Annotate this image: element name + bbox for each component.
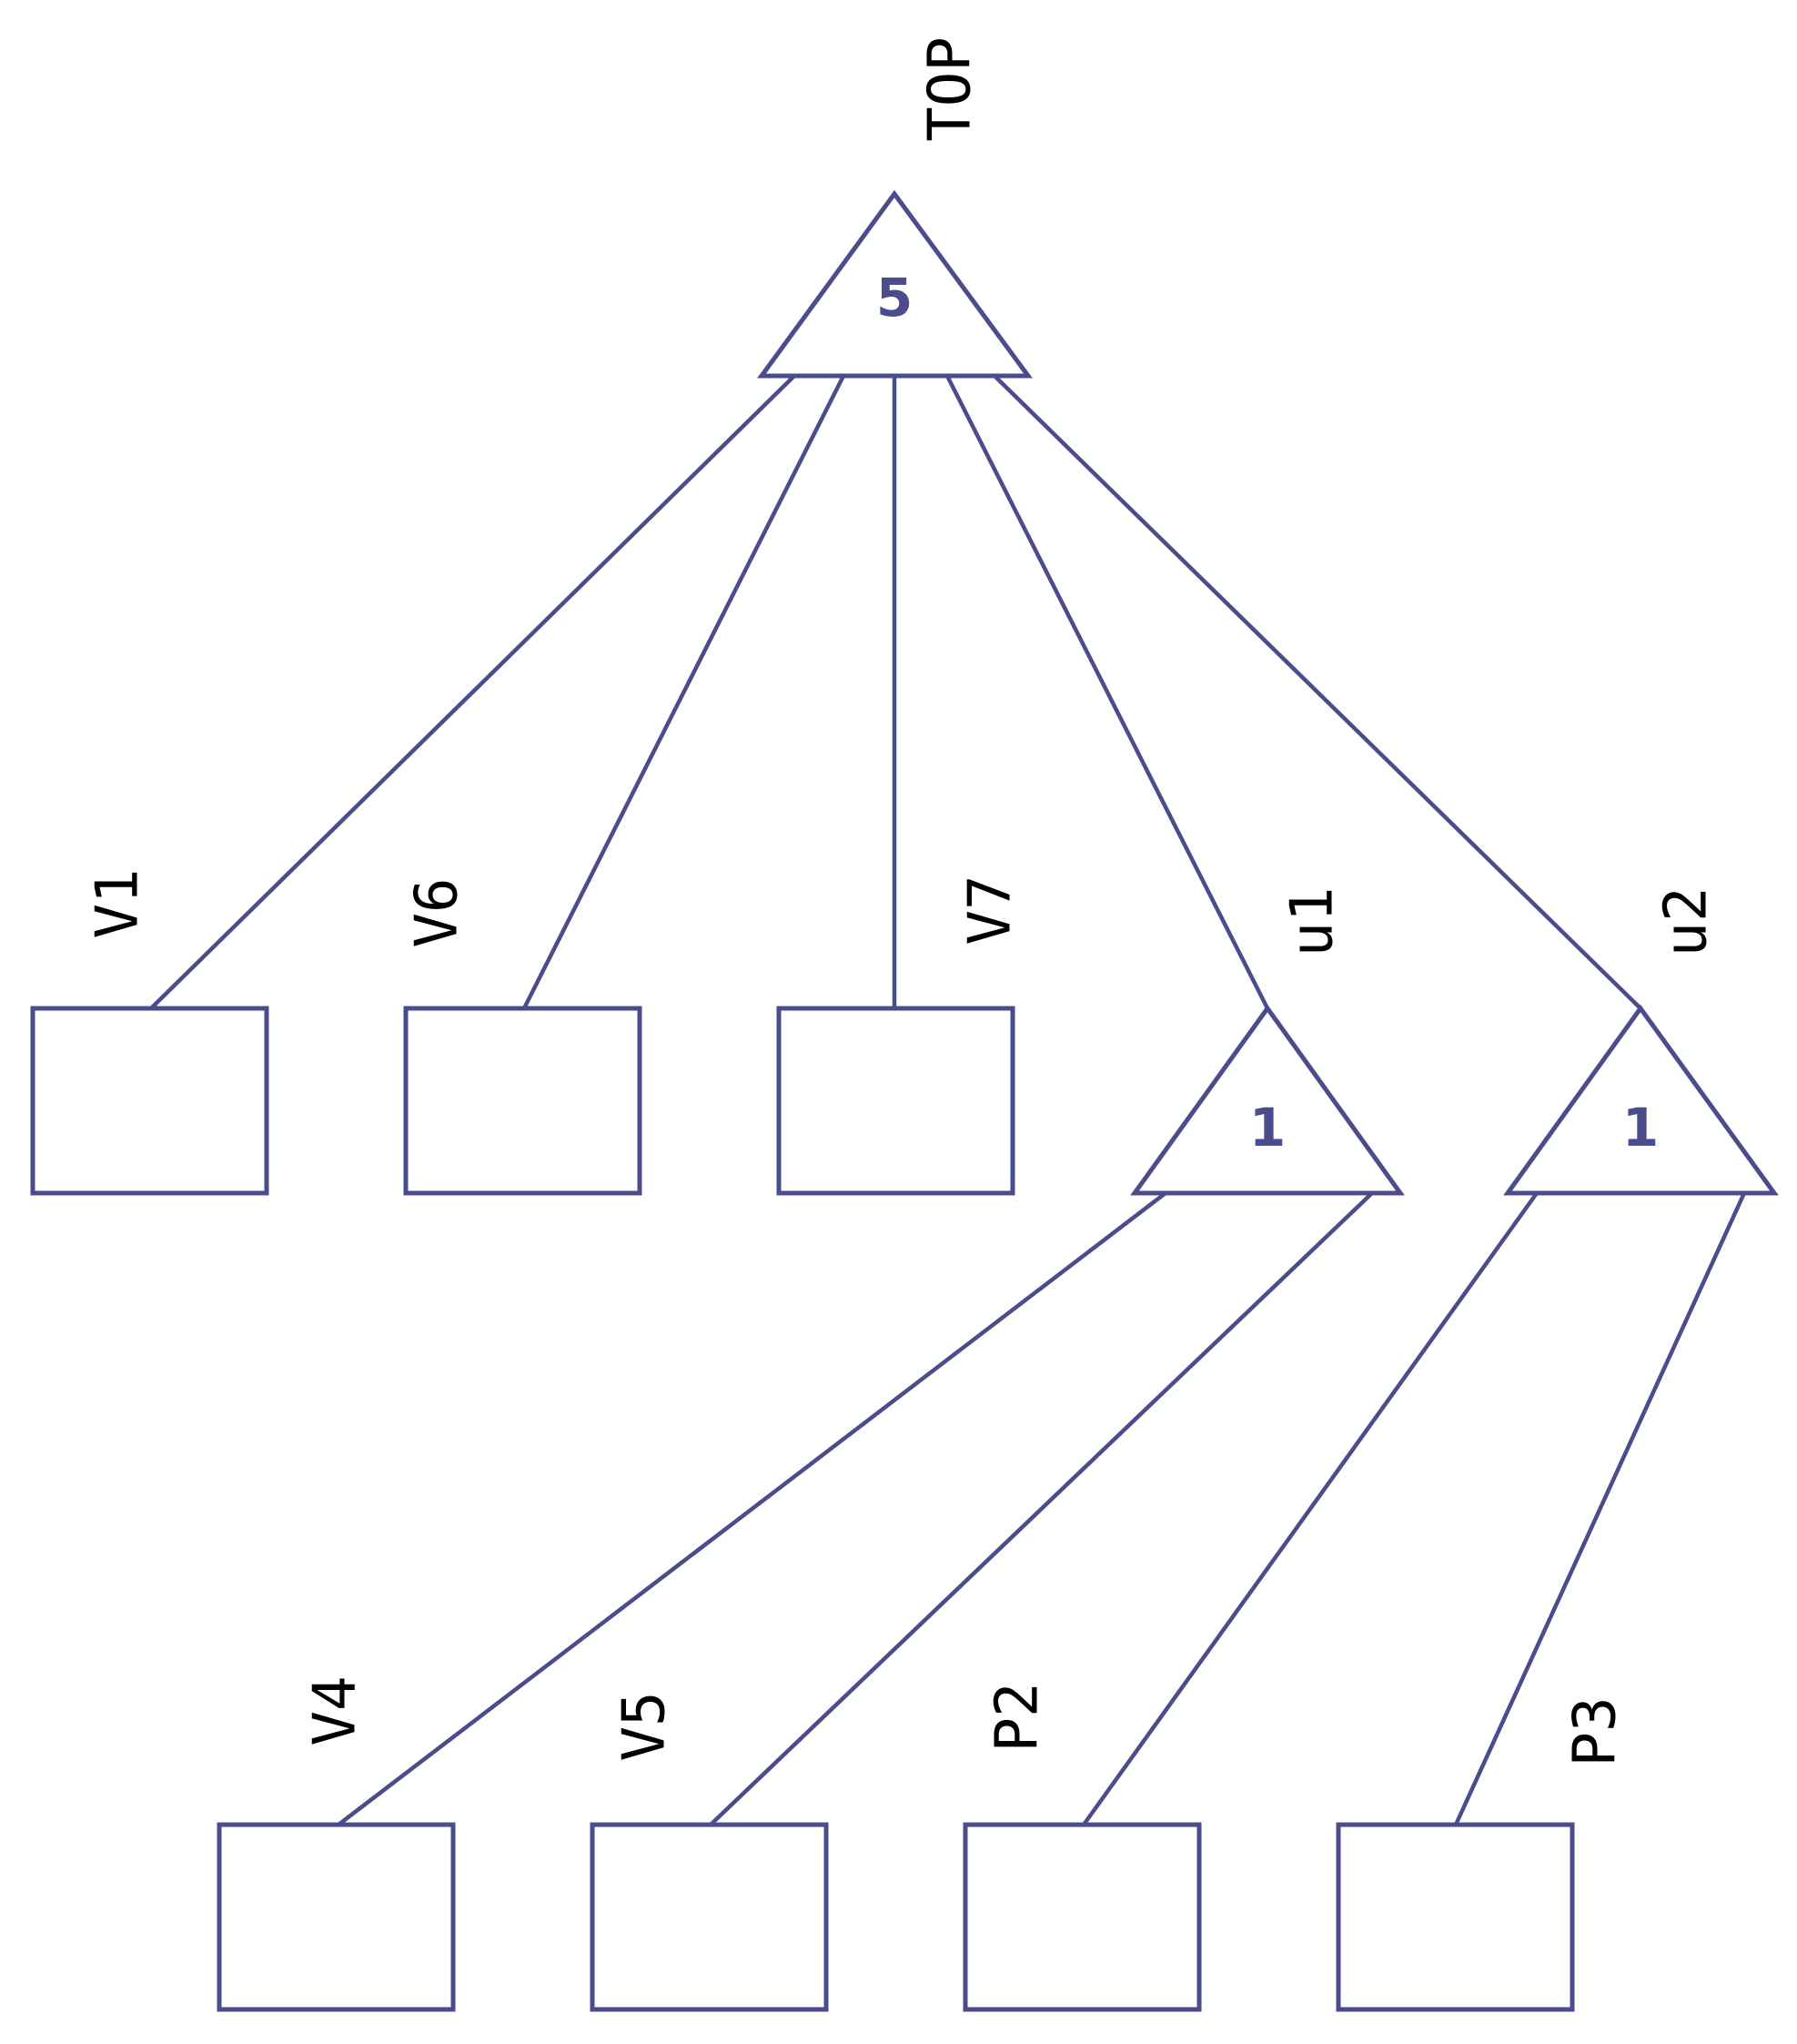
event-v6: V6 xyxy=(403,877,642,1196)
edge-u1-v5 xyxy=(709,1191,1374,1826)
gate-u1: 1 u1 xyxy=(1130,886,1405,1196)
gate-u1-label: u1 xyxy=(1279,886,1347,956)
gate-u1-value: 1 xyxy=(1249,1097,1286,1159)
gate-u2-label: u2 xyxy=(1653,886,1721,956)
event-v1-label: V1 xyxy=(85,868,152,938)
event-p2-box xyxy=(963,1822,1202,2012)
gate-top-value: 5 xyxy=(876,267,913,329)
event-v6-box xyxy=(403,1006,642,1196)
event-p3-label: P3 xyxy=(1562,1696,1630,1766)
event-v7: V7 xyxy=(776,875,1025,1196)
event-v7-label: V7 xyxy=(957,875,1025,945)
gate-u2-value: 1 xyxy=(1622,1097,1659,1159)
event-p2: P2 xyxy=(963,1682,1202,2012)
gate-top: 5 TOP xyxy=(757,36,1033,379)
edge-top-u1 xyxy=(944,374,1270,1010)
edge-top-v1 xyxy=(149,374,796,1010)
gate-top-triangle xyxy=(757,189,1033,379)
event-v6-label: V6 xyxy=(404,877,471,947)
event-p3: P3 xyxy=(1336,1696,1630,2012)
edge-top-v6 xyxy=(521,374,846,1010)
event-v5-label: V5 xyxy=(611,1691,679,1761)
edge-u2-p2 xyxy=(1082,1191,1539,1826)
gate-top-label: TOP xyxy=(917,36,984,142)
edge-top-u2 xyxy=(993,374,1642,1010)
gate-u1-triangle xyxy=(1130,1004,1405,1196)
event-v1: V1 xyxy=(30,868,269,1196)
event-v7-box xyxy=(776,1006,1015,1196)
event-v4-label: V4 xyxy=(302,1675,369,1745)
event-v1-box xyxy=(30,1006,269,1196)
event-v4: V4 xyxy=(217,1675,456,2012)
event-v5: V5 xyxy=(590,1691,829,2012)
event-p2-label: P2 xyxy=(984,1682,1052,1752)
gate-u2: 1 u2 xyxy=(1503,886,1779,1196)
event-v4-box xyxy=(217,1822,456,2012)
edge-u1-v4 xyxy=(337,1191,1167,1826)
event-p3-box xyxy=(1336,1822,1575,2012)
event-v5-box xyxy=(590,1822,829,2012)
edge-u2-p3 xyxy=(1453,1192,1747,1826)
gate-u2-triangle xyxy=(1503,1004,1779,1196)
